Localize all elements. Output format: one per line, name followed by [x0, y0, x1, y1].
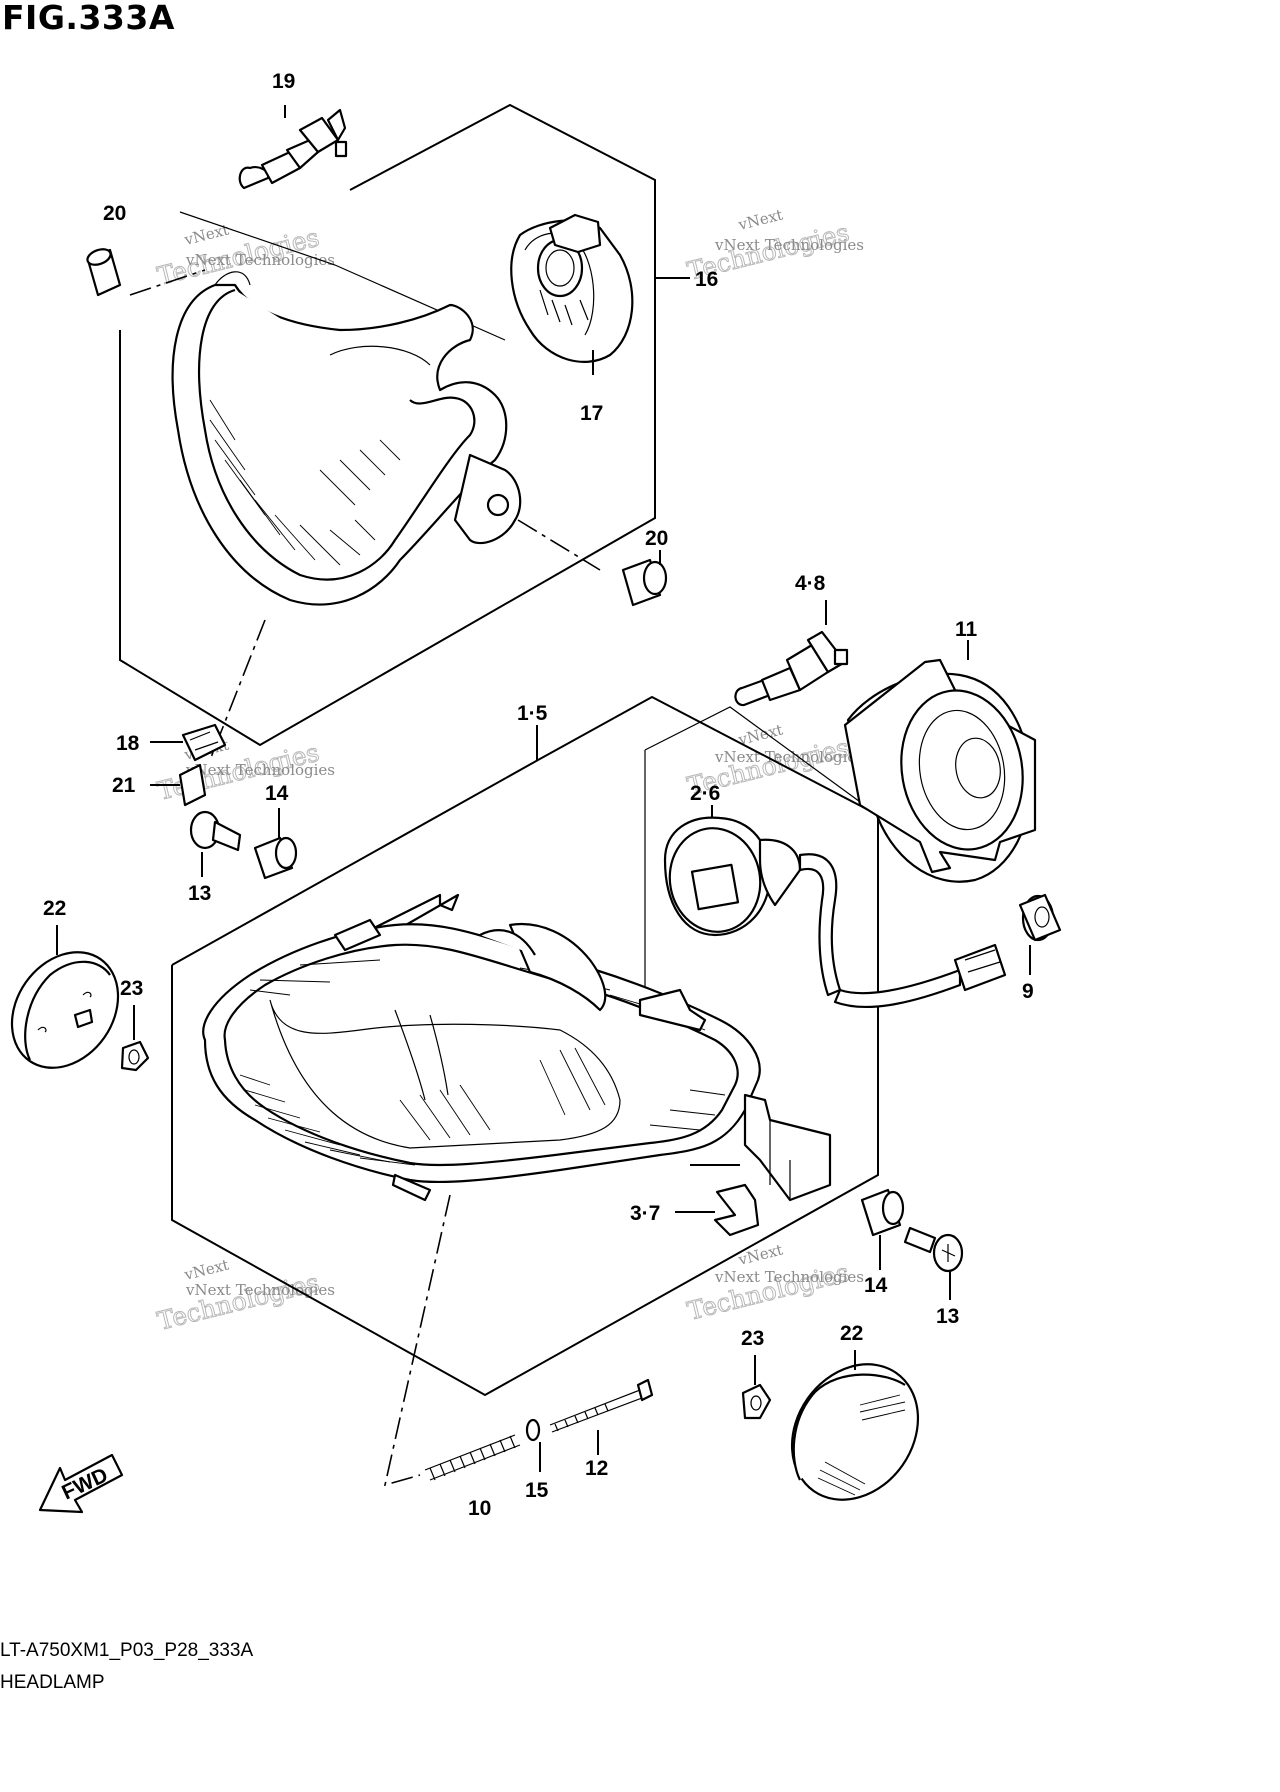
- leader-dash-upper-right: [517, 519, 601, 571]
- callout-13-left: 13: [188, 882, 211, 905]
- svg-text:vNext: vNext: [736, 206, 785, 235]
- clip-18: [150, 723, 227, 762]
- washer-15: [525, 1418, 541, 1472]
- callout-1-5: 1·5: [517, 702, 548, 725]
- bulb-4-8: [734, 600, 849, 707]
- callout-21: 21: [112, 774, 136, 797]
- callout-12: 12: [585, 1457, 608, 1480]
- callout-14-right: 14: [864, 1274, 888, 1297]
- fwd-arrow-icon: FWD: [38, 1453, 124, 1514]
- connector-2-6: [663, 805, 842, 997]
- callout-20-right: 20: [645, 527, 668, 550]
- svg-text:vNext Technologies: vNext Technologies: [714, 748, 864, 766]
- callout-9: 9: [1022, 980, 1034, 1003]
- callout-23-right: 23: [741, 1327, 764, 1350]
- leader-dash-upper-left: [129, 269, 206, 296]
- svg-text:vNext Technologies: vNext Technologies: [185, 1281, 335, 1299]
- watermark-mid-left: vNext Technologies vNext Technologies: [154, 736, 335, 807]
- screw-12: [549, 1378, 654, 1455]
- nut-23-right: [741, 1355, 772, 1420]
- callout-22-left: 22: [43, 897, 66, 920]
- socket-cover-11: [843, 640, 1037, 883]
- screw-21: [150, 763, 207, 807]
- leader-dash-aim-screw: [383, 1194, 451, 1487]
- callout-18: 18: [116, 732, 140, 755]
- callout-17: 17: [580, 402, 603, 425]
- screw-13-left: [189, 810, 242, 877]
- svg-text:vNext: vNext: [736, 1241, 785, 1270]
- grommet-20-right: [621, 550, 668, 607]
- callout-23-left: 23: [120, 977, 143, 1000]
- reflector-texture: [817, 1394, 906, 1496]
- lower-headlamp-unit: [202, 725, 832, 1202]
- callouts: 19 20 16 17 20 4·8 11 1·5 18 21 14 2·6 1…: [43, 70, 1034, 1520]
- socket-cover-17: [510, 213, 690, 375]
- callout-19: 19: [272, 70, 295, 93]
- figure-code: LT-A750XM1_P03_P28_333A: [0, 1640, 254, 1661]
- callout-13-right: 13: [936, 1305, 959, 1328]
- svg-text:vNext Technologies: vNext Technologies: [185, 761, 335, 779]
- callout-4-8: 4·8: [795, 572, 826, 595]
- grommet-20-left: [86, 248, 122, 297]
- callout-2-6: 2·6: [690, 782, 720, 805]
- callout-10: 10: [468, 1497, 491, 1520]
- wire-harness: [833, 943, 1007, 1009]
- callout-11: 11: [955, 618, 978, 641]
- svg-text:vNext Technologies: vNext Technologies: [185, 251, 335, 269]
- svg-text:vNext Technologies: vNext Technologies: [714, 1268, 864, 1286]
- callout-16: 16: [695, 268, 718, 291]
- callout-14-left: 14: [265, 782, 289, 805]
- callout-20-left: 20: [103, 202, 126, 225]
- svg-text:vNext: vNext: [182, 1256, 231, 1285]
- callout-15: 15: [525, 1479, 549, 1502]
- figure-title: FIG.333A: [2, 0, 175, 37]
- grommet-14-right: [860, 1188, 905, 1270]
- callout-3-7: 3·7: [630, 1202, 660, 1225]
- bracket-3-7: [675, 1183, 760, 1237]
- nut-23-left: [120, 1005, 150, 1072]
- reflector-22-left: [10, 925, 120, 1069]
- upper-headlamp-housing: [171, 271, 522, 606]
- upper-lens-hatch: [209, 399, 401, 566]
- grommet-14-left: [253, 808, 298, 880]
- bulb-19: [238, 105, 348, 190]
- figure-name: HEADLAMP: [0, 1672, 105, 1693]
- screw-13-right: [903, 1226, 964, 1300]
- spring-10: [424, 1434, 521, 1481]
- callout-22-right: 22: [840, 1322, 863, 1345]
- svg-text:vNext Technologies: vNext Technologies: [714, 236, 864, 254]
- grommet-9: [1018, 893, 1062, 975]
- svg-text:Technologies: Technologies: [154, 1268, 322, 1336]
- watermark-bottom-right: vNext Technologies vNext Technologies: [684, 1241, 864, 1327]
- reflector-22-right: [790, 1350, 920, 1501]
